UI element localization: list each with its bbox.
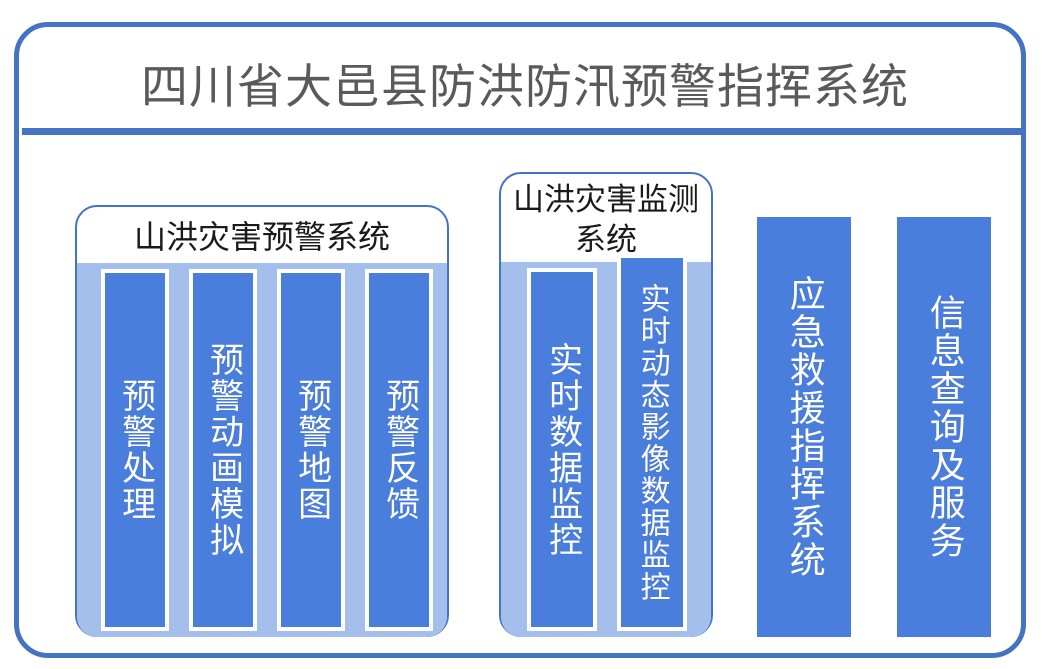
panel-monitoring-system-title: 山洪灾害监测系统 — [513, 182, 699, 257]
header-divider — [22, 128, 1022, 135]
column-warning-animation-simulation-label: 预警动画模拟 — [204, 342, 242, 558]
column-warning-processing-label: 预警处理 — [116, 378, 154, 522]
column-warning-map[interactable]: 预警地图 — [277, 269, 345, 631]
column-emergency-rescue-command-system-label: 应急救援指挥系统 — [784, 275, 825, 579]
page-title: 四川省大邑县防洪防汛预警指挥系统 — [141, 60, 909, 113]
column-warning-map-label: 预警地图 — [292, 378, 330, 522]
column-warning-feedback[interactable]: 预警反馈 — [365, 269, 433, 631]
column-realtime-dynamic-image-data-monitoring[interactable]: 实时动态影像数据监控 — [617, 254, 687, 631]
column-warning-animation-simulation[interactable]: 预警动画模拟 — [189, 269, 257, 631]
column-realtime-dynamic-image-data-monitoring-label: 实时动态影像数据监控 — [635, 282, 669, 603]
column-realtime-data-monitoring-label: 实时数据监控 — [543, 341, 581, 558]
column-emergency-rescue-command-system[interactable]: 应急救援指挥系统 — [757, 217, 851, 637]
outer-frame: 四川省大邑县防洪防汛预警指挥系统 山洪灾害预警系统 预警处理 预警动画模拟 预警… — [14, 22, 1026, 658]
column-warning-feedback-label: 预警反馈 — [380, 378, 418, 522]
panel-warning-system-title: 山洪灾害预警系统 — [133, 219, 390, 255]
column-warning-processing[interactable]: 预警处理 — [101, 269, 169, 631]
panel-monitoring-system[interactable]: 山洪灾害监测系统 实时数据监控 实时动态影像数据监控 — [499, 172, 713, 637]
column-information-query-and-service-label: 信息查询及服务 — [924, 294, 965, 560]
panel-warning-system[interactable]: 山洪灾害预警系统 预警处理 预警动画模拟 预警地图 预警反馈 — [75, 205, 449, 637]
column-realtime-data-monitoring[interactable]: 实时数据监控 — [527, 268, 597, 631]
column-information-query-and-service[interactable]: 信息查询及服务 — [897, 217, 991, 637]
